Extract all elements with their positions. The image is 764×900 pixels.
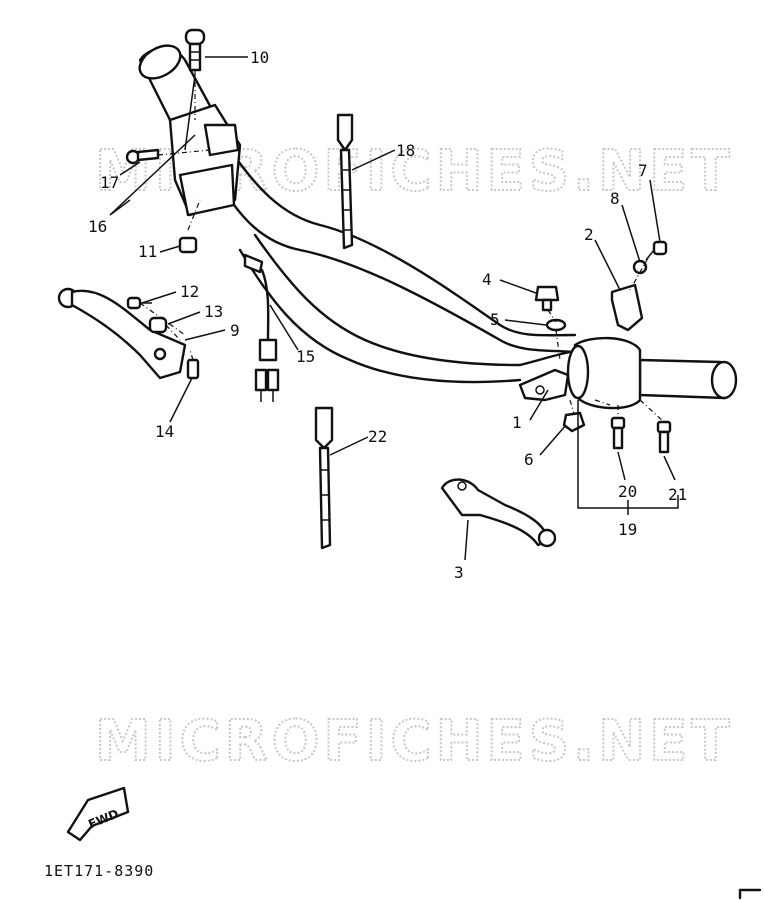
cable-tie-18 — [336, 113, 354, 250]
callout-19: 19 — [618, 520, 637, 539]
callout-2: 2 — [584, 225, 594, 244]
assembly-lines — [139, 70, 665, 423]
nut-13 — [148, 316, 168, 334]
bolt-4 — [534, 285, 560, 312]
lever-holder-1 — [518, 368, 570, 402]
screw-17 — [125, 148, 160, 165]
screw-20 — [610, 416, 626, 450]
watermark-middle: MICROFICHES.NET — [95, 709, 734, 774]
callout-4: 4 — [482, 270, 492, 289]
callout-17: 17 — [100, 173, 119, 192]
nut-11 — [178, 236, 198, 254]
clamp-2 — [610, 283, 644, 332]
screw-21 — [656, 420, 672, 454]
screw-14 — [186, 358, 200, 380]
screw-10 — [184, 28, 206, 72]
callout-7: 7 — [638, 161, 648, 180]
clutch-lever-9 — [57, 287, 187, 380]
callout-21: 21 — [668, 485, 687, 504]
callout-12: 12 — [180, 282, 199, 301]
drawing-code: 1ET171-8390 — [44, 862, 154, 880]
callout-8: 8 — [610, 189, 620, 208]
callout-6: 6 — [524, 450, 534, 469]
callout-9: 9 — [230, 321, 240, 340]
cable-tie-22 — [314, 406, 334, 550]
leader-lines — [109, 56, 679, 561]
callout-10: 10 — [250, 48, 269, 67]
bolt-7 — [645, 240, 668, 261]
callout-13: 13 — [204, 302, 223, 321]
right-grip-assembly — [566, 336, 738, 410]
callout-22: 22 — [368, 427, 387, 446]
nut-6 — [562, 411, 586, 433]
wire-lead-15 — [243, 253, 280, 402]
callout-14: 14 — [155, 422, 174, 441]
brake-lever-3 — [440, 478, 557, 548]
callout-20: 20 — [618, 482, 637, 501]
callout-1: 1 — [512, 413, 522, 432]
callout-18: 18 — [396, 141, 415, 160]
callout-3: 3 — [454, 563, 464, 582]
callout-5: 5 — [490, 310, 500, 329]
callout-15: 15 — [296, 347, 315, 366]
callout-16: 16 — [88, 217, 107, 236]
fwd-arrow-icon: FWD — [66, 786, 130, 842]
callout-labels: 10 17 16 11 12 13 9 14 15 18 22 4 5 1 6 … — [88, 48, 687, 582]
handlebar — [203, 148, 577, 384]
corner-mark — [738, 888, 762, 900]
callout-11: 11 — [138, 242, 157, 261]
